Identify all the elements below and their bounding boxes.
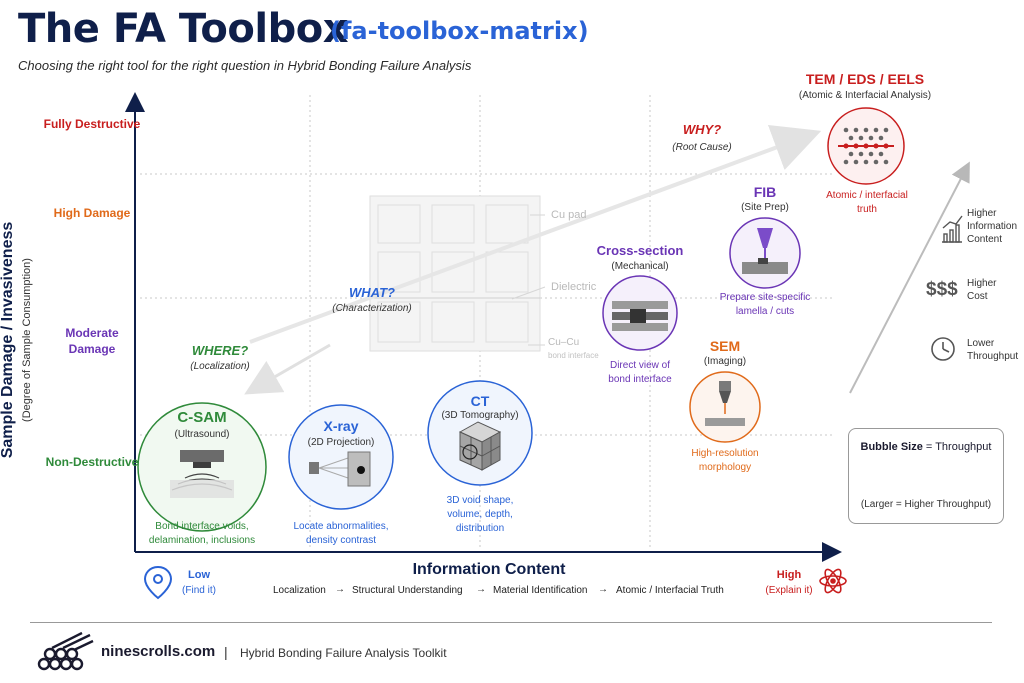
label-cucu: Cu–Cu [548,337,580,348]
bond-structure-illustration [369,195,541,352]
xray-desc-1: Locate abnormalities, [293,521,389,532]
y-axis-title: Sample Damage / Invasiveness [0,221,16,459]
cross-section-name: Cross-section [596,243,684,258]
question-why-sub: (Root Cause) [672,142,732,153]
fib-desc-2: lamella / cuts [735,306,795,317]
sem-desc-2: morphology [698,462,752,473]
footer-separator: | [224,644,228,660]
x-axis-high-sub: (Explain it) [765,585,813,596]
x-axis-title: Information Content [412,561,566,578]
question-why: WHY? [682,122,722,137]
question-what-sub: (Characterization) [332,303,412,314]
tem-name: TEM / EDS / EELS [805,71,925,87]
ct-bubble [427,380,533,486]
flow-step-localization: Localization [273,585,326,596]
csam-desc-2: delamination, inclusions [148,535,256,546]
question-where: WHERE? [191,343,249,358]
label-bond-interface: bond interface [548,351,599,360]
ct-desc-3: distribution [455,523,505,534]
cross-section-desc-2: bond interface [608,374,672,385]
cross-section-desc-1: Direct view of [609,360,670,371]
y-level-moderate-damage: Moderate Damage [65,326,119,356]
trend-arrow-forward [249,124,822,344]
bubble-legend-title-rest: = Throughput [925,441,992,453]
side-trend-arrow [849,161,970,394]
tem-bubble [827,107,905,185]
flow-arrow-2: → [476,584,486,595]
ct-name: CT [470,393,490,409]
tem-desc-2: truth [856,204,877,215]
sem-bubble [689,371,761,443]
location-pin-icon [143,565,173,600]
page-subtitle: Choosing the right tool for the right qu… [18,58,472,73]
label-dielectric: Dielectric [551,281,597,293]
bubble-size-legend: Bubble Size = Throughput (Larger = Highe… [848,428,1004,524]
side-legend-throughput: Lower Throughput [967,338,1019,362]
sem-sub: (Imaging) [703,356,747,367]
csam-name: C-SAM [177,409,227,426]
cross-section-sub: (Mechanical) [611,261,669,272]
xray-sub: (2D Projection) [307,437,375,448]
label-cu-pad: Cu pad [551,209,587,221]
bar-chart-icon [942,215,963,243]
trend-arrow-back [244,343,331,395]
x-axis-low: Low [188,569,210,581]
footer-text: Hybrid Bonding Failure Analysis Toolkit [240,646,447,660]
y-level-high-damage: High Damage [53,206,131,220]
side-legend-info: Higher Information Content [967,208,1018,245]
flow-step-structural: Structural Understanding [352,585,463,596]
tem-desc-1: Atomic / interfacial [826,190,908,201]
sem-name: SEM [709,338,741,354]
fib-bubble [729,217,801,289]
atom-icon [819,568,847,594]
sem-desc-1: High-resolution [691,448,759,459]
y-level-fully-destructive: Fully Destructive [43,117,141,131]
cross-section-bubble [602,275,678,351]
y-axis-subtitle: (Degree of Sample Consumption) [21,258,33,422]
ct-sub: (3D Tomography) [441,410,519,421]
flow-step-material: Material Identification [493,585,588,596]
ct-desc-1: 3D void shape, [446,495,514,506]
clock-icon [931,337,955,361]
x-axis-high: High [776,569,802,581]
fib-desc-1: Prepare site-specific [719,292,811,303]
csam-bubble [137,402,267,532]
xray-name: X-ray [323,418,359,434]
flow-arrow-3: → [598,584,608,595]
tem-sub: (Atomic & Interfacial Analysis) [798,90,932,101]
flow-arrow-1: → [335,584,345,595]
fib-sub: (Site Prep) [741,202,789,213]
csam-sub: (Ultrasound) [174,429,230,440]
csam-desc-1: Bond interface voids, [155,521,249,532]
brand-logo [37,631,94,671]
fib-name: FIB [753,184,777,200]
footer-brand[interactable]: ninescrolls.com [101,643,216,660]
xray-desc-2: density contrast [305,535,377,546]
y-level-non-destructive: Non-Destructive [45,455,139,469]
question-where-sub: (Localization) [190,361,250,372]
bubble-legend-note: (Larger = Higher Throughput) [860,499,992,510]
question-what: WHAT? [349,285,395,300]
ct-desc-2: volume, depth, [447,509,513,520]
bond-structure-leaders [511,214,546,346]
x-axis-low-sub: (Find it) [182,585,216,596]
bubble-legend-title-bold: Bubble Size [860,441,923,453]
footer-divider [30,622,992,623]
side-legend-cost: Higher Cost [967,278,997,302]
xray-bubble [288,404,394,510]
page-tag: (fa-toolbox-matrix) [330,17,589,45]
flow-step-atomic: Atomic / Interfacial Truth [616,585,724,596]
page-title: The FA Toolbox [18,6,349,52]
dollar-icon: $$$ [926,279,958,300]
